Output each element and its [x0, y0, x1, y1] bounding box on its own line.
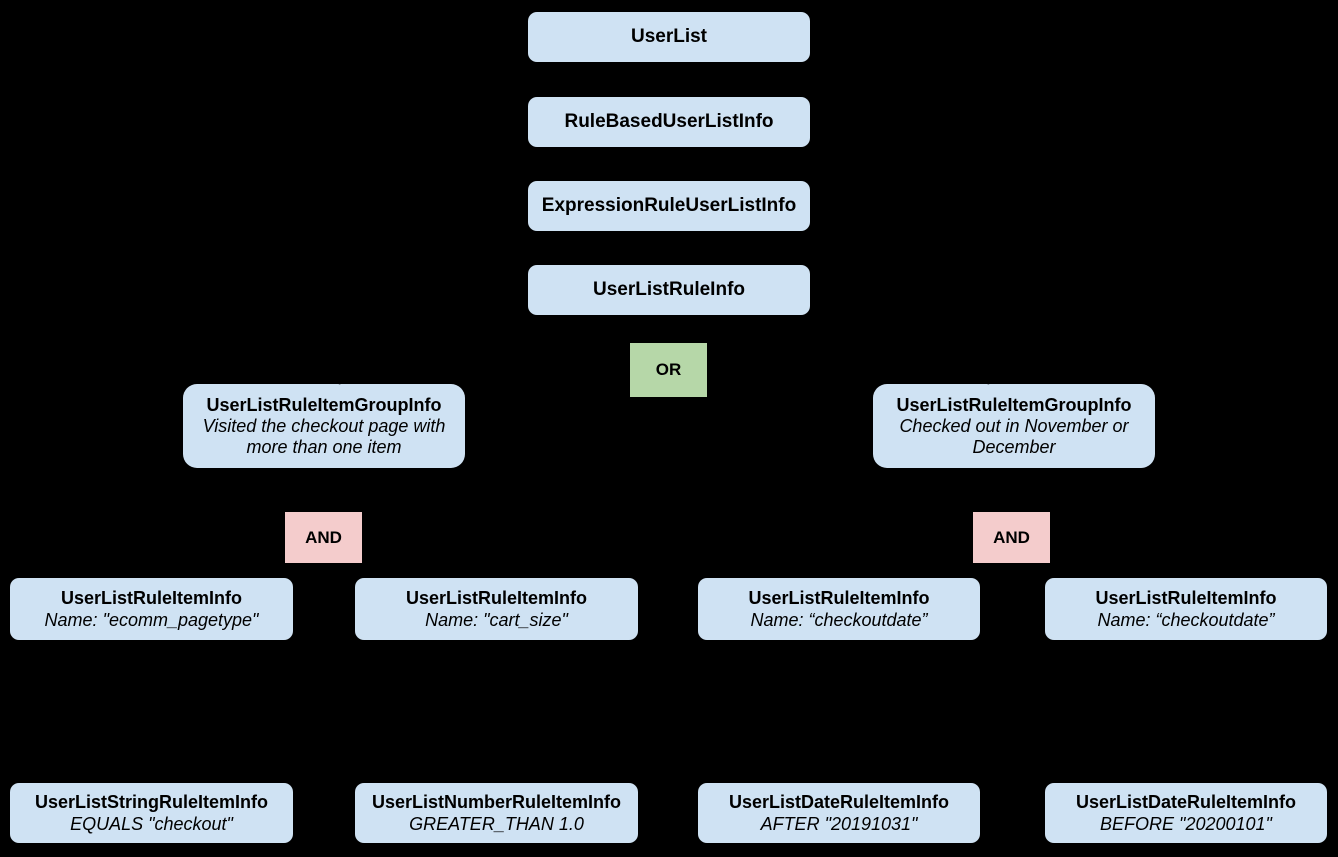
rule-item-subtitle: Name: “checkoutdate” [750, 609, 928, 630]
node-userlist: UserList [528, 12, 810, 62]
node-label: RuleBasedUserListInfo [564, 110, 774, 132]
group-left-checkout-page: UserListRuleItemGroupInfo Visited the ch… [183, 384, 465, 468]
rule-item-title: UserListRuleItemInfo [405, 588, 588, 609]
operand-number-greater-than: UserListNumberRuleItemInfo GREATER_THAN … [355, 783, 638, 843]
operator-label: AND [993, 527, 1030, 547]
operator-or: OR [630, 343, 707, 397]
rule-item-title: UserListRuleItemInfo [60, 588, 243, 609]
rule-item-subtitle: Name: “checkoutdate” [1097, 609, 1275, 630]
operator-and-right: AND [973, 512, 1050, 563]
node-user-list-rule-info: UserListRuleInfo [528, 265, 810, 315]
rule-item-cart-size: UserListRuleItemInfo Name: "cart_size" [355, 578, 638, 640]
operand-title: UserListNumberRuleItemInfo [371, 792, 622, 813]
rule-item-subtitle: Name: "cart_size" [425, 609, 568, 630]
node-label: UserList [630, 25, 708, 47]
group-subtitle: Checked out in November or December [899, 416, 1129, 458]
rule-item-checkoutdate-before: UserListRuleItemInfo Name: “checkoutdate… [1045, 578, 1327, 640]
operand-title: UserListDateRuleItemInfo [728, 792, 950, 813]
operator-label: AND [305, 527, 342, 547]
operand-subtitle: AFTER "20191031" [760, 813, 918, 834]
operand-title: UserListDateRuleItemInfo [1075, 792, 1297, 813]
operator-label: OR [655, 360, 682, 379]
operand-date-before: UserListDateRuleItemInfo BEFORE "2020010… [1045, 783, 1327, 843]
operand-string-equals-checkout: UserListStringRuleItemInfo EQUALS "check… [10, 783, 293, 843]
group-subtitle: Visited the checkout page with more than… [202, 416, 446, 458]
node-rule-based-user-list-info: RuleBasedUserListInfo [528, 97, 810, 147]
operator-and-left: AND [285, 512, 362, 563]
rule-item-subtitle: Name: "ecomm_pagetype" [44, 609, 259, 630]
operand-subtitle: GREATER_THAN 1.0 [409, 813, 584, 834]
node-label: ExpressionRuleUserListInfo [541, 194, 797, 216]
group-title: UserListRuleItemGroupInfo [896, 394, 1132, 415]
operand-subtitle: EQUALS "checkout" [70, 813, 233, 834]
rule-item-title: UserListRuleItemInfo [748, 588, 930, 609]
operand-subtitle: BEFORE "20200101" [1100, 813, 1272, 834]
group-right-checked-out: UserListRuleItemGroupInfo Checked out in… [873, 384, 1155, 468]
node-expression-rule-user-list-info: ExpressionRuleUserListInfo [528, 181, 810, 231]
operand-date-after: UserListDateRuleItemInfo AFTER "20191031… [698, 783, 980, 843]
group-title: UserListRuleItemGroupInfo [206, 394, 442, 415]
rule-item-title: UserListRuleItemInfo [1095, 588, 1277, 609]
operand-title: UserListStringRuleItemInfo [34, 792, 269, 813]
node-label: UserListRuleInfo [592, 278, 746, 300]
rule-item-checkoutdate-after: UserListRuleItemInfo Name: “checkoutdate… [698, 578, 980, 640]
rule-item-ecomm-pagetype: UserListRuleItemInfo Name: "ecomm_pagety… [10, 578, 293, 640]
